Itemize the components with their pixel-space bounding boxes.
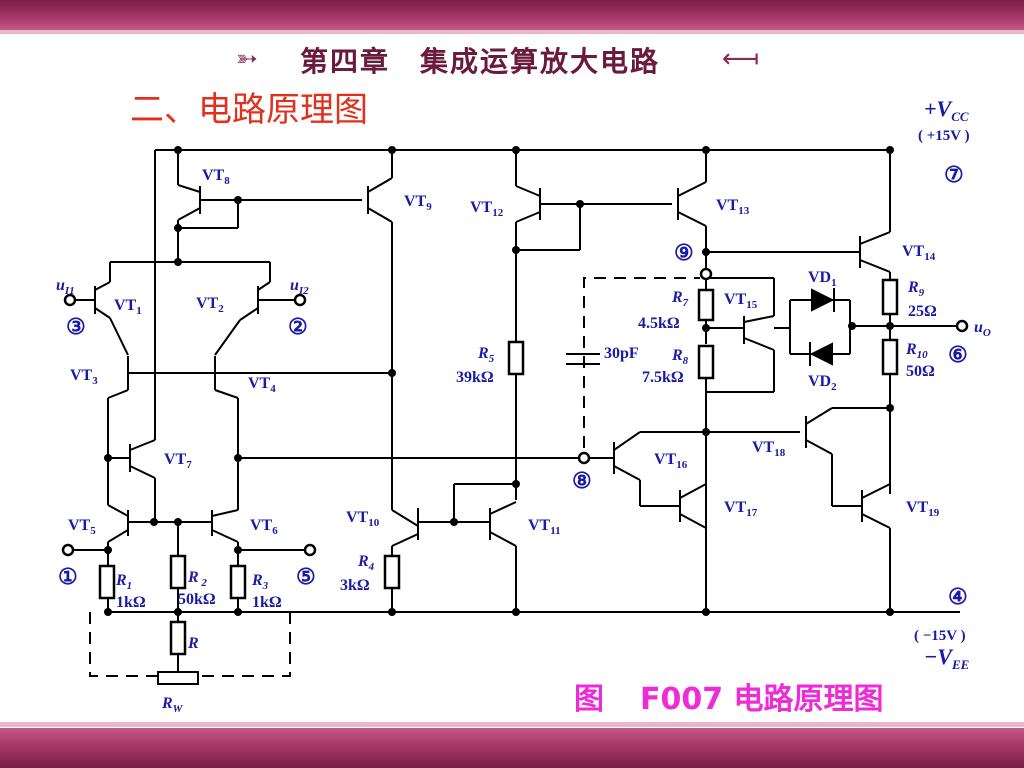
vt11-label: VT11 xyxy=(528,517,561,537)
pin9-terminal-icon xyxy=(699,267,713,281)
top-band-stripe xyxy=(0,30,1024,34)
vt14-label: VT14 xyxy=(902,243,936,263)
u12-label: uI2 xyxy=(290,277,309,297)
r1-value: 1kΩ xyxy=(116,594,146,611)
r2-label: R 2 xyxy=(187,569,207,589)
vd2-diode-icon xyxy=(809,342,833,366)
vee-label: −VEE xyxy=(924,644,970,672)
vcc-label: +VCC xyxy=(924,96,969,124)
r8-value: 7.5kΩ xyxy=(642,369,684,386)
r3-value: 1kΩ xyxy=(252,594,282,611)
r10-value: 50Ω xyxy=(906,363,935,380)
r9-value: 25Ω xyxy=(908,303,937,320)
r5-value: 39kΩ xyxy=(456,369,494,386)
vt9-label: VT9 xyxy=(404,193,432,213)
vt7-label: VT7 xyxy=(164,451,192,471)
bottom-band-stripe xyxy=(0,722,1024,727)
vt18-label: VT18 xyxy=(752,439,786,459)
caption-text: F007 电路原理图 xyxy=(640,682,884,717)
vt3-label: VT3 xyxy=(70,367,98,387)
r4-value: 3kΩ xyxy=(340,577,370,594)
vd1-diode-icon xyxy=(811,288,835,312)
vt6-label: VT6 xyxy=(250,517,278,537)
r4-resistor xyxy=(383,554,401,590)
r5-resistor xyxy=(507,340,525,376)
vt10-label: VT10 xyxy=(346,509,380,529)
vt19-label: VT19 xyxy=(906,499,940,519)
vt8-label: VT8 xyxy=(202,167,230,187)
vd1-label: VD1 xyxy=(808,269,837,289)
r7-resistor xyxy=(697,288,715,322)
top-band xyxy=(0,0,1024,30)
figure-caption: 图 F007 电路原理图 xyxy=(574,674,920,718)
u11-terminal-icon xyxy=(63,293,77,307)
bottom-band xyxy=(0,728,1024,768)
r9-label: R9 xyxy=(907,279,925,299)
capacitor-label: 30pF xyxy=(604,345,639,362)
caption-prefix: 图 xyxy=(574,682,604,717)
r2-value: 50kΩ xyxy=(178,591,216,608)
pin1-terminal-icon xyxy=(61,543,75,557)
r1-label: R1 xyxy=(115,572,132,592)
r1-resistor xyxy=(98,564,116,600)
vt4-label: VT4 xyxy=(248,375,276,395)
pin2-label: ② xyxy=(288,314,308,339)
left-arrow-ornament-icon: ➳ xyxy=(236,44,258,74)
pin5-label: ⑤ xyxy=(296,564,316,589)
r-resistor xyxy=(169,620,187,656)
r10-resistor xyxy=(881,338,899,376)
r7-label: R7 xyxy=(671,289,689,309)
rw-label: RW xyxy=(161,695,184,715)
pin4-label: ④ xyxy=(948,584,968,609)
pin7-label: ⑦ xyxy=(944,162,964,187)
pin1-label: ① xyxy=(58,564,78,589)
r-label: R xyxy=(187,635,199,652)
vt15-label: VT15 xyxy=(724,291,758,311)
r7-value: 4.5kΩ xyxy=(638,315,680,332)
r5-label: R5 xyxy=(477,345,495,365)
vt13-label: VT13 xyxy=(716,197,750,217)
vcc-value: ( +15V ) xyxy=(918,128,970,144)
vt1-label: VT1 xyxy=(114,297,142,317)
u11-label: uI1 xyxy=(56,277,75,297)
r3-resistor xyxy=(229,564,247,600)
r2-resistor xyxy=(169,554,187,590)
vd2-label: VD2 xyxy=(808,373,837,393)
pin3-label: ③ xyxy=(66,314,86,339)
vt16-label: VT16 xyxy=(654,451,688,471)
pin5-terminal-icon xyxy=(303,543,317,557)
pin6-label: ⑥ xyxy=(948,342,968,367)
vee-value: ( −15V ) xyxy=(914,628,966,644)
u12-terminal-icon xyxy=(293,293,307,307)
output-label: uO xyxy=(974,319,991,339)
section-title: 二、电路原理图 xyxy=(130,90,368,130)
pin9-label: ⑨ xyxy=(674,240,694,265)
pin8-label: ⑧ xyxy=(572,468,592,493)
vt2-label: VT2 xyxy=(196,295,224,315)
vt17-label: VT17 xyxy=(724,499,758,519)
r9-resistor xyxy=(881,278,899,316)
right-arrow-ornament-icon: ⟻ xyxy=(722,44,760,74)
r8-resistor xyxy=(697,344,715,380)
r4-label: R4 xyxy=(357,553,375,573)
chapter-title: 第四章 集成运算放大电路 xyxy=(300,45,661,78)
r10-label: R10 xyxy=(905,341,928,361)
vt12-label: VT12 xyxy=(470,199,504,219)
r3-label: R3 xyxy=(251,572,269,592)
r8-label: R8 xyxy=(671,347,689,367)
pin8-terminal-icon xyxy=(577,451,591,465)
vt5-label: VT5 xyxy=(68,517,96,537)
output-terminal-icon xyxy=(955,319,969,333)
